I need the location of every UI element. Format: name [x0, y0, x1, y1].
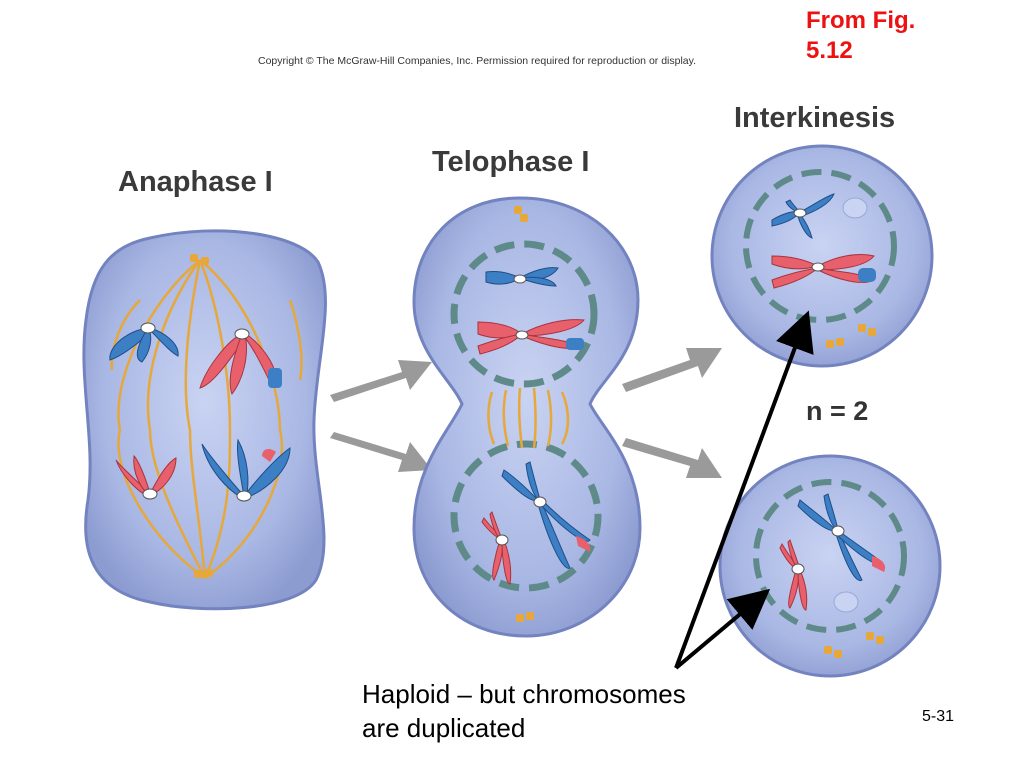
interkinesis-lower-nucleolus — [833, 591, 859, 613]
copyright-notice: Copyright © The McGraw-Hill Companies, I… — [258, 55, 697, 67]
interkinesis-upper-blue-segment — [858, 268, 876, 282]
anaphase-chromosome-blue-lower — [201, 438, 291, 499]
annotation-arrow-lower — [674, 588, 771, 670]
interkinesis-lower-centrioles — [824, 632, 884, 658]
interkinesis-lower-centromeres — [791, 525, 845, 575]
interkinesis-upper-nucleus — [743, 169, 897, 323]
interkinesis-upper-nucleolus — [842, 197, 868, 219]
telophase-centrioles-bottom — [516, 612, 534, 622]
anaphase-chromosome-red-segment — [262, 449, 276, 462]
annotation-arrows — [674, 310, 814, 670]
ploidy-label: n = 2 — [806, 396, 869, 426]
telophase-upper-blue-segment — [566, 338, 584, 350]
anaphase-spindle-fibers — [110, 259, 303, 580]
interkinesis-cell-lower — [718, 454, 942, 678]
anaphase-chromosome-red-upper — [199, 332, 277, 396]
stage-label-interkinesis: Interkinesis — [734, 102, 896, 134]
figure-reference: From Fig. 5.12 — [806, 6, 1006, 66]
telophase-centromeres — [495, 274, 547, 546]
telophase-nucleus-lower — [450, 440, 602, 592]
arrow-telophase-to-interkinesis-lower — [622, 438, 722, 478]
arrow-telophase-to-interkinesis-upper — [622, 348, 722, 392]
telophase-lower-chromosome-blue — [501, 461, 591, 569]
telophase-cell — [412, 196, 642, 638]
interkinesis-upper-chromosome-blue — [771, 193, 835, 239]
figure-reference-line1: From Fig. — [806, 7, 916, 34]
slide-number: 5-31 — [922, 708, 955, 725]
telophase-upper-chromosome-blue — [485, 267, 559, 287]
telophase-nucleus-upper — [450, 240, 598, 388]
anaphase-chromosome-blue-segment — [268, 368, 282, 388]
stage-label-anaphase: Anaphase I — [118, 166, 273, 198]
anaphase-centromeres — [140, 322, 252, 502]
anaphase-cell — [82, 229, 327, 611]
interkinesis-lower-chromosome-red — [779, 539, 808, 611]
arrow-anaphase-to-telophase-upper — [330, 360, 432, 402]
stage-label-telophase: Telophase I — [432, 146, 590, 178]
figure-reference-line2: 5.12 — [806, 37, 853, 64]
telophase-centrioles-top — [514, 206, 528, 222]
caption-line2: are duplicated — [362, 713, 526, 743]
anaphase-centrioles-top — [190, 254, 209, 265]
interkinesis-lower-chromosome-blue — [797, 493, 883, 581]
telophase-lower-chromosome-red — [481, 511, 512, 585]
interkinesis-lower-nucleus — [753, 479, 907, 633]
anaphase-centrioles-bottom — [194, 569, 213, 578]
interkinesis-cell-upper — [710, 144, 934, 368]
telophase-midbody-fibers — [487, 387, 570, 449]
annotation-arrow-upper — [674, 310, 814, 669]
telophase-lower-red-segment — [576, 536, 591, 552]
interkinesis-upper-centromeres — [793, 208, 825, 272]
interkinesis-lower-red-segment — [872, 556, 886, 572]
arrow-anaphase-to-telophase-lower — [330, 432, 432, 472]
anaphase-chromosome-blue-upper — [109, 327, 179, 363]
caption: Haploid – but chromosomes are duplicated — [362, 677, 782, 745]
caption-line1: Haploid – but chromosomes — [362, 679, 686, 709]
interkinesis-upper-centrioles — [826, 324, 876, 348]
